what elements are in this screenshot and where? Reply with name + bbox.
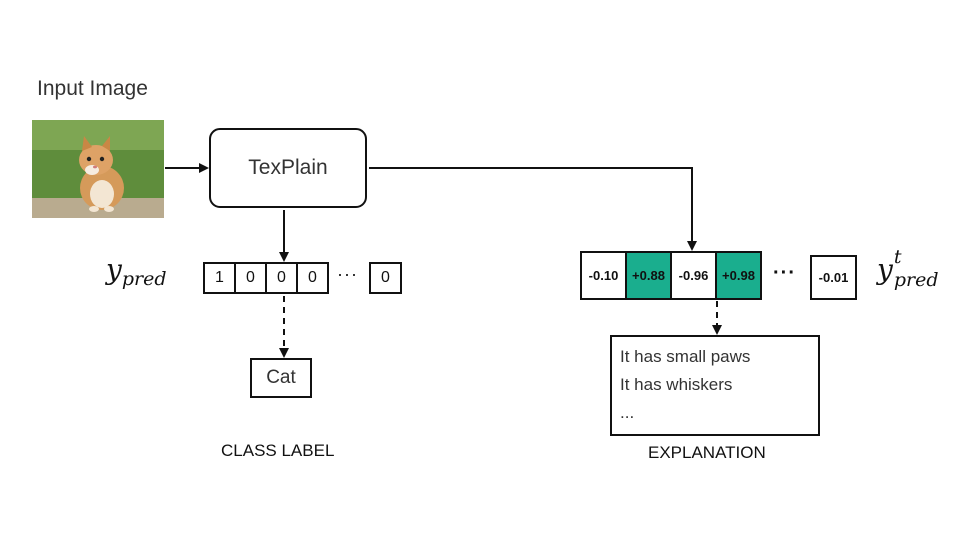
score-cell: -0.10 [580, 251, 627, 300]
ypred-base: y [106, 253, 122, 286]
ypred-subscript: pred [121, 268, 167, 290]
onehot-vector: 1 0 0 0 [203, 262, 329, 294]
explanation-sentence: It has whiskers [620, 375, 733, 394]
explanation-sentence: ... [620, 403, 635, 422]
onehot-cell: 0 [265, 262, 298, 294]
ypred-t-base: y [877, 253, 893, 286]
onehot-cell: 0 [234, 262, 267, 294]
score-cell-highlighted: +0.98 [715, 251, 762, 300]
concept-score-vector: -0.10 +0.88 -0.96 +0.98 [580, 251, 762, 300]
explanation-sentence: It has small paws [620, 347, 751, 366]
class-output-box: Cat [250, 358, 312, 398]
kitten-photo [32, 120, 164, 218]
class-label-caption: CLASS LABEL [221, 441, 335, 460]
onehot-ellipsis: ··· [337, 264, 358, 284]
ypred-t-superscript: t [893, 246, 902, 268]
score-ellipsis: ··· [773, 262, 796, 284]
onehot-last-cell: 0 [369, 262, 402, 294]
ypred-t-subscript: pred [893, 269, 939, 291]
score-last-cell: -0.01 [810, 255, 857, 300]
ypred-symbol: ypred [106, 256, 166, 289]
texplain-model-box: TexPlain [209, 128, 367, 208]
input-image-title: Input Image [37, 77, 148, 100]
onehot-cell: 0 [296, 262, 329, 294]
explanation-caption: EXPLANATION [648, 443, 766, 462]
score-cell-highlighted: +0.88 [625, 251, 672, 300]
onehot-cell: 1 [203, 262, 236, 294]
score-cell: -0.96 [670, 251, 717, 300]
explanation-box: It has small paws It has whiskers ... [610, 335, 820, 436]
arrow-model-to-scores [369, 167, 697, 251]
